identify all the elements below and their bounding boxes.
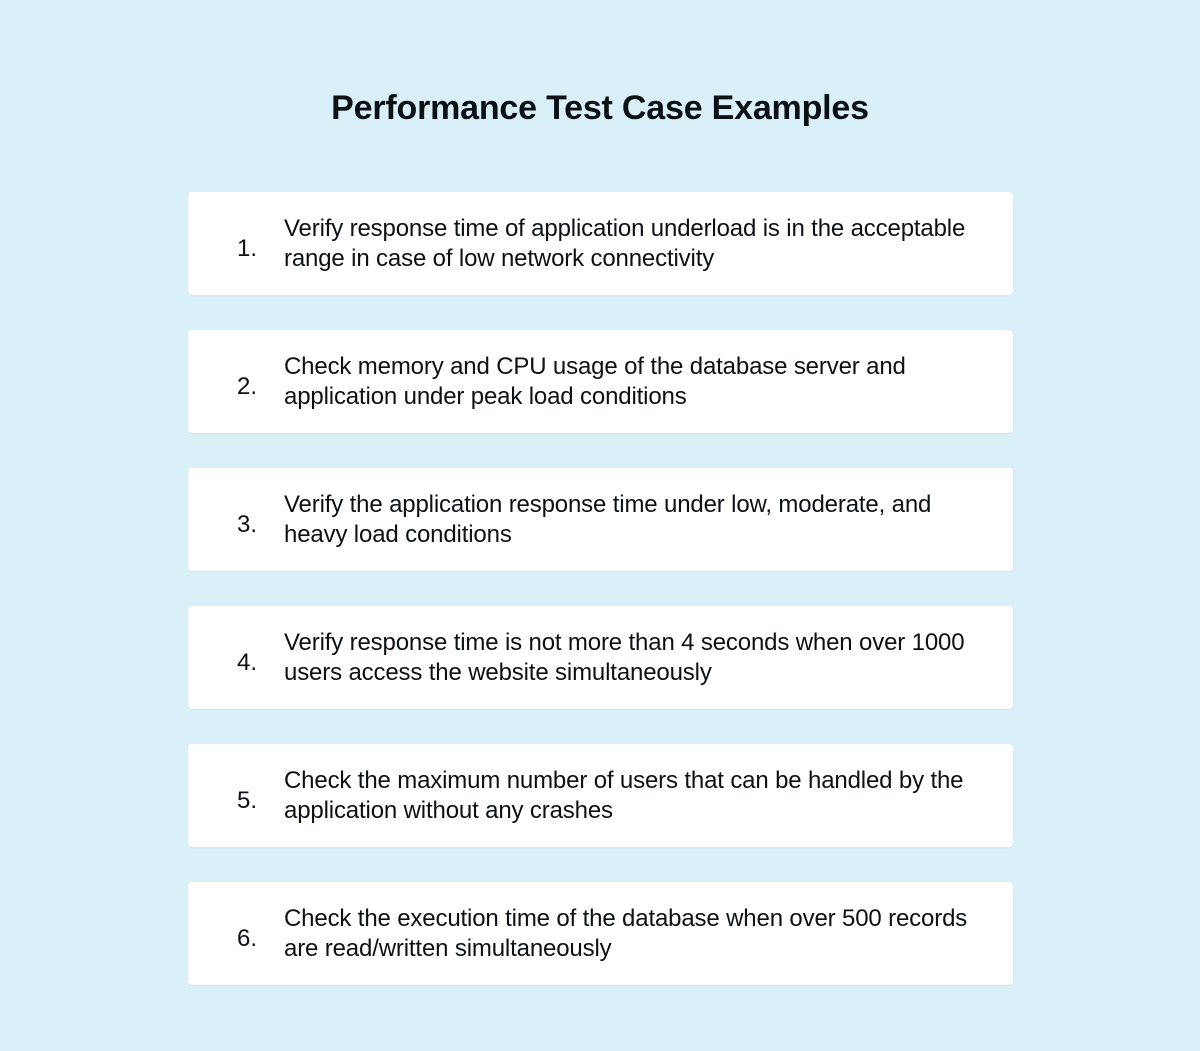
test-case-text: Verify response time is not more than 4 … (284, 628, 965, 686)
test-case-text: Check memory and CPU usage of the databa… (284, 352, 906, 410)
test-case-item-6: 6. Check the execution time of the datab… (188, 882, 1013, 985)
test-case-number: 3. (236, 511, 257, 538)
test-case-text: Check the execution time of the database… (284, 904, 968, 962)
test-case-number: 5. (236, 787, 257, 814)
test-case-item-5: 5. Check the maximum number of users tha… (188, 744, 1013, 847)
test-case-number: 1. (236, 235, 257, 262)
test-case-number: 6. (236, 925, 257, 952)
test-case-item-4: 4. Verify response time is not more than… (188, 606, 1013, 709)
test-case-item-1: 1. Verify response time of application u… (188, 192, 1013, 295)
test-case-number: 4. (236, 649, 257, 676)
test-case-list: 1. Verify response time of application u… (188, 192, 1013, 985)
test-case-item-3: 3. Verify the application response time … (188, 468, 1013, 571)
test-case-number: 2. (236, 373, 257, 400)
page-title: Performance Test Case Examples (331, 89, 869, 127)
test-case-text: Verify response time of application unde… (284, 214, 966, 272)
test-case-item-2: 2. Check memory and CPU usage of the dat… (188, 330, 1013, 433)
test-case-text: Check the maximum number of users that c… (284, 766, 964, 824)
test-case-text: Verify the application response time und… (284, 490, 932, 548)
